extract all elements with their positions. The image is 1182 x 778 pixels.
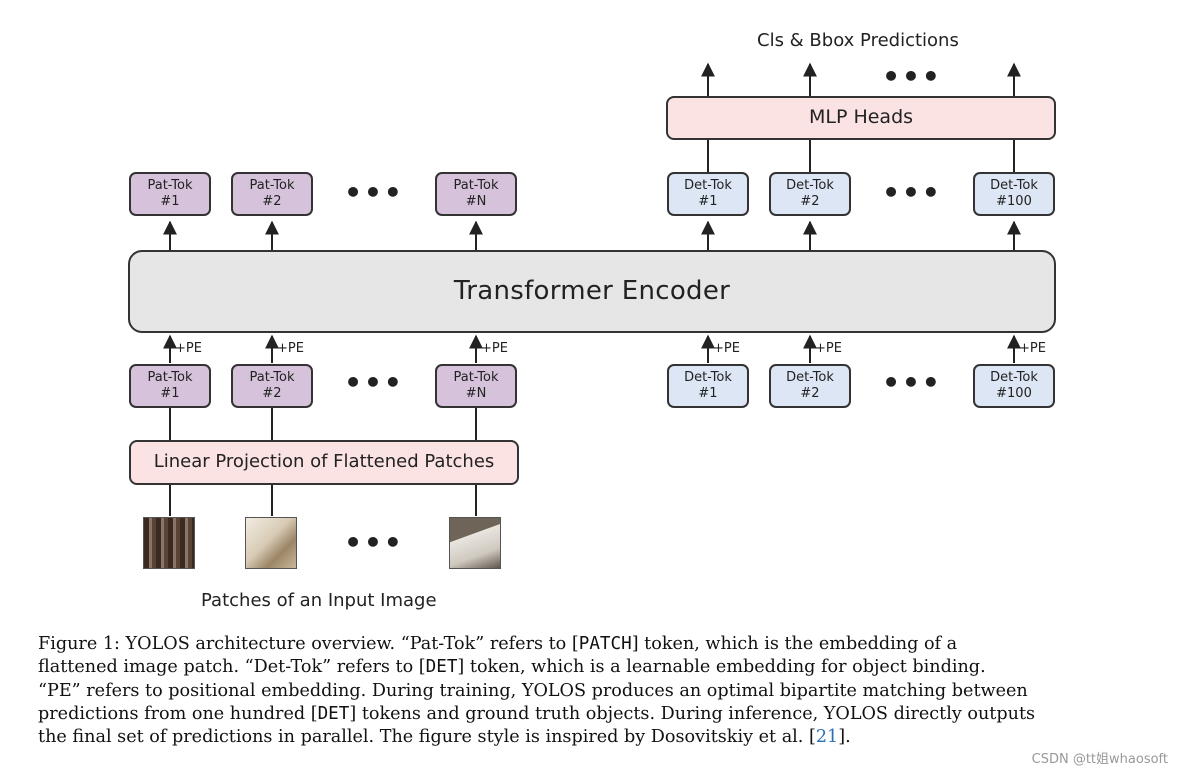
caption-text: ].	[838, 727, 851, 748]
predictions-label: Cls & Bbox Predictions	[757, 30, 959, 51]
caption-text: flattened image patch. “Det-Tok” refers …	[38, 657, 426, 678]
token-index: #1	[160, 386, 180, 401]
token-name: Pat-Tok	[249, 177, 295, 193]
watermark: CSDN @tt姐whaosoft	[1031, 752, 1168, 767]
citation-link[interactable]: 21	[815, 727, 839, 748]
token-name: Det-Tok	[990, 177, 1038, 193]
token-name: Det-Tok	[786, 177, 834, 193]
ellipsis-output-det: •••	[882, 176, 942, 209]
output-det-token-100: Det-Tok #100	[973, 172, 1055, 216]
input-pat-token-n: Pat-Tok #N	[435, 364, 517, 408]
caption-line-2: flattened image patch. “Det-Tok” refers …	[38, 656, 1148, 679]
caption-text: ] token, which is the embedding of a	[631, 634, 958, 654]
token-index: #2	[800, 194, 820, 209]
token-name: Pat-Tok	[249, 369, 295, 385]
transformer-encoder-box: Transformer Encoder	[128, 250, 1056, 333]
input-det-token-100: Det-Tok #100	[973, 364, 1055, 408]
caption-text: the final set of predictions in parallel…	[38, 727, 816, 748]
token-index: #N	[465, 194, 487, 209]
mlp-heads-box: MLP Heads	[666, 96, 1056, 140]
token-name: Det-Tok	[990, 369, 1038, 385]
pe-label: +PE	[1019, 341, 1046, 356]
output-det-token-1: Det-Tok #1	[667, 172, 749, 216]
ellipsis-input-pat: •••	[344, 366, 404, 399]
caption-text: ] token, which is a learnable embedding …	[457, 657, 986, 678]
output-pat-token-n: Pat-Tok #N	[435, 172, 517, 216]
token-name: Pat-Tok	[147, 369, 193, 385]
pe-label: +PE	[277, 341, 304, 356]
token-index: #2	[800, 386, 820, 401]
caption-text: ] tokens and ground truth objects. Durin…	[349, 703, 1036, 724]
token-index: #2	[262, 194, 282, 209]
input-det-token-1: Det-Tok #1	[667, 364, 749, 408]
patches-label: Patches of an Input Image	[201, 590, 437, 611]
ellipsis-patches: •••	[344, 526, 404, 559]
caption-line-1: Figure 1: YOLOS architecture overview. “…	[38, 633, 1148, 656]
linear-projection-box: Linear Projection of Flattened Patches	[129, 440, 519, 485]
token-name: Pat-Tok	[453, 369, 499, 385]
input-pat-token-1: Pat-Tok #1	[129, 364, 211, 408]
image-patch-n	[449, 517, 501, 569]
caption-line-5: the final set of predictions in parallel…	[38, 726, 1148, 749]
pe-label: +PE	[815, 341, 842, 356]
token-name: Pat-Tok	[147, 177, 193, 193]
output-pat-token-1: Pat-Tok #1	[129, 172, 211, 216]
token-name: Det-Tok	[684, 177, 732, 193]
image-patch-1	[143, 517, 195, 569]
figure-caption: Figure 1: YOLOS architecture overview. “…	[38, 633, 1148, 749]
token-name: Det-Tok	[786, 369, 834, 385]
ellipsis-input-det: •••	[882, 366, 942, 399]
token-index: #1	[698, 194, 718, 209]
token-name: Det-Tok	[684, 369, 732, 385]
ellipsis-output-pat: •••	[344, 176, 404, 209]
input-pat-token-2: Pat-Tok #2	[231, 364, 313, 408]
pe-label: +PE	[175, 341, 202, 356]
linear-projection-label: Linear Projection of Flattened Patches	[153, 451, 495, 473]
token-index: #1	[698, 386, 718, 401]
token-index: #100	[996, 386, 1032, 401]
token-index: #1	[160, 194, 180, 209]
mlp-heads-label: MLP Heads	[808, 106, 914, 129]
pe-label: +PE	[481, 341, 508, 356]
transformer-encoder-label: Transformer Encoder	[453, 276, 731, 307]
token-index: #N	[465, 386, 487, 401]
output-pat-token-2: Pat-Tok #2	[231, 172, 313, 216]
caption-line-4: predictions from one hundred [DET] token…	[38, 703, 1148, 726]
caption-text: Figure 1: YOLOS architecture overview. “…	[38, 634, 579, 654]
image-patch-2	[245, 517, 297, 569]
caption-code: DET	[317, 703, 350, 724]
token-index: #100	[996, 194, 1032, 209]
pe-label: +PE	[713, 341, 740, 356]
caption-code: PATCH	[578, 634, 632, 654]
caption-line-3: “PE” refers to positional embedding. Dur…	[38, 680, 1028, 701]
token-name: Pat-Tok	[453, 177, 499, 193]
caption-code: DET	[425, 657, 458, 678]
input-det-token-2: Det-Tok #2	[769, 364, 851, 408]
caption-text: predictions from one hundred [	[38, 703, 318, 724]
token-index: #2	[262, 386, 282, 401]
ellipsis-predictions: •••	[882, 60, 942, 93]
output-det-token-2: Det-Tok #2	[769, 172, 851, 216]
